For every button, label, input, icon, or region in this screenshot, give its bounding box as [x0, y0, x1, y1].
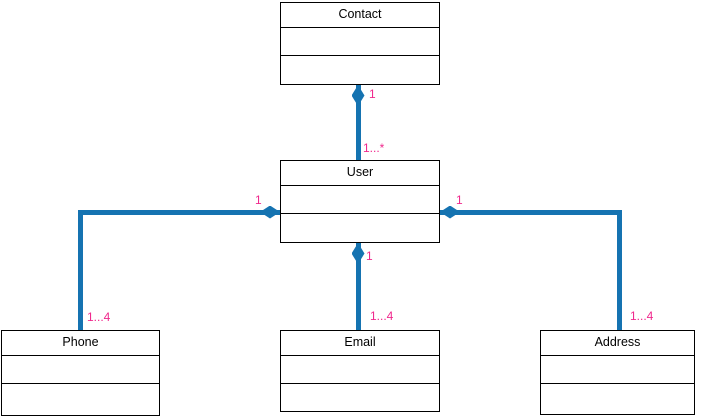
- multiplicity-label-contact-end: 1: [369, 87, 376, 101]
- edge-user-phone-horizontal-segment[interactable]: [78, 209, 280, 215]
- multiplicity-label-email-end: 1...4: [370, 309, 394, 323]
- attributes-compartment-user: [281, 186, 439, 214]
- operations-compartment-contact: [281, 56, 439, 84]
- operations-compartment-user: [281, 214, 439, 242]
- multiplicity-label-user-end-email: 1: [366, 249, 373, 263]
- edge-user-email-segment[interactable]: [355, 243, 361, 330]
- class-box-user[interactable]: User: [280, 160, 440, 243]
- attributes-compartment-email: [281, 356, 439, 384]
- composition-diamond-user-email: [351, 243, 365, 264]
- class-box-phone[interactable]: Phone: [1, 330, 160, 416]
- class-name-contact: Contact: [281, 3, 439, 28]
- composition-diamond-contact: [351, 85, 365, 106]
- composition-diamond-user-address: [440, 205, 460, 219]
- class-name-email: Email: [281, 331, 439, 356]
- operations-compartment-email: [281, 384, 439, 411]
- operations-compartment-address: [541, 384, 694, 414]
- class-box-contact[interactable]: Contact: [280, 2, 440, 85]
- class-name-phone: Phone: [2, 331, 159, 356]
- class-box-address[interactable]: Address: [540, 330, 695, 415]
- composition-diamond-user-phone: [260, 205, 280, 219]
- multiplicity-label-user-end-phone: 1: [255, 193, 262, 207]
- edge-user-address-vertical-segment[interactable]: [617, 209, 622, 330]
- multiplicity-label-user-end: 1...*: [363, 141, 385, 155]
- attributes-compartment-phone: [2, 356, 159, 384]
- class-box-email[interactable]: Email: [280, 330, 440, 412]
- edge-user-address-horizontal-segment[interactable]: [440, 209, 622, 215]
- multiplicity-label-phone-end: 1...4: [87, 310, 111, 324]
- operations-compartment-phone: [2, 384, 159, 415]
- attributes-compartment-address: [541, 356, 694, 384]
- multiplicity-label-user-end-address: 1: [456, 193, 463, 207]
- edge-user-phone-vertical-segment[interactable]: [78, 209, 83, 330]
- class-name-user: User: [281, 161, 439, 186]
- attributes-compartment-contact: [281, 28, 439, 56]
- multiplicity-label-address-end: 1...4: [630, 309, 654, 323]
- edge-contact-user-segment[interactable]: [355, 85, 361, 160]
- class-name-address: Address: [541, 331, 694, 356]
